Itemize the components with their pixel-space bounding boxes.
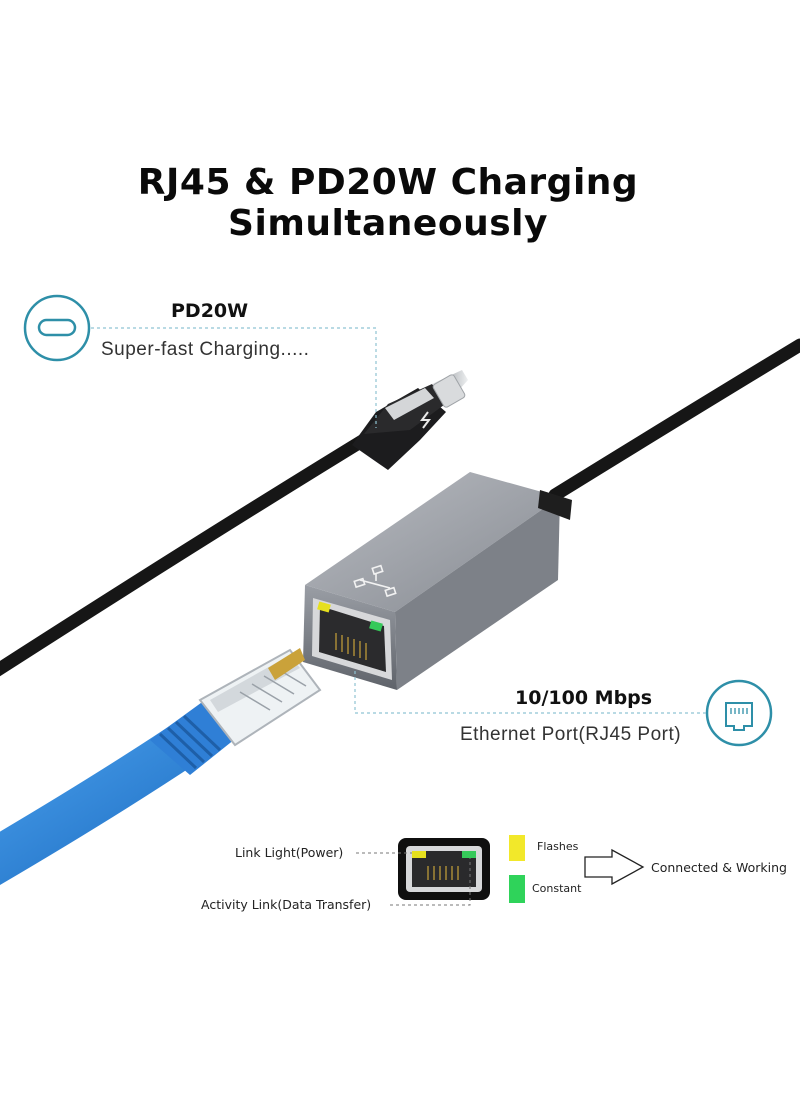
charging-subtitle: Super-fast Charging..... [101, 339, 310, 360]
flashes-swatch [509, 835, 525, 861]
arrow-right-icon [584, 848, 645, 886]
constant-label: Constant [532, 882, 582, 895]
constant-swatch [509, 875, 525, 903]
ethernet-callout [354, 668, 773, 747]
network-icon [353, 564, 397, 598]
ethernet-subtitle: Ethernet Port(RJ45 Port) [460, 724, 682, 745]
activity-light [369, 620, 383, 632]
connected-working-label: Connected & Working [651, 860, 787, 875]
usb-c-icon [37, 318, 77, 337]
ethernet-heading: 10/100 Mbps [515, 687, 653, 709]
adapter-cable [548, 338, 800, 502]
usb-c-port-circle [23, 294, 91, 362]
charging-callout [23, 294, 377, 428]
legend-link-led [412, 851, 426, 858]
led-legend [356, 835, 645, 906]
ethernet-cable [0, 648, 322, 885]
rj45-icon [725, 702, 753, 731]
lightning-cable [0, 423, 387, 677]
flashes-label: Flashes [537, 840, 579, 853]
page-title: RJ45 & PD20W Charging Simultaneously [137, 162, 639, 244]
link-light-label: Link Light(Power) [235, 845, 344, 860]
legend-activity-led [462, 851, 476, 858]
lightning-icon [420, 411, 431, 429]
activity-link-label: Activity Link(Data Transfer) [201, 897, 372, 912]
charging-heading: PD20W [171, 300, 249, 322]
ethernet-adapter [303, 472, 572, 690]
link-light [317, 601, 331, 613]
lightning-connector [352, 370, 468, 470]
